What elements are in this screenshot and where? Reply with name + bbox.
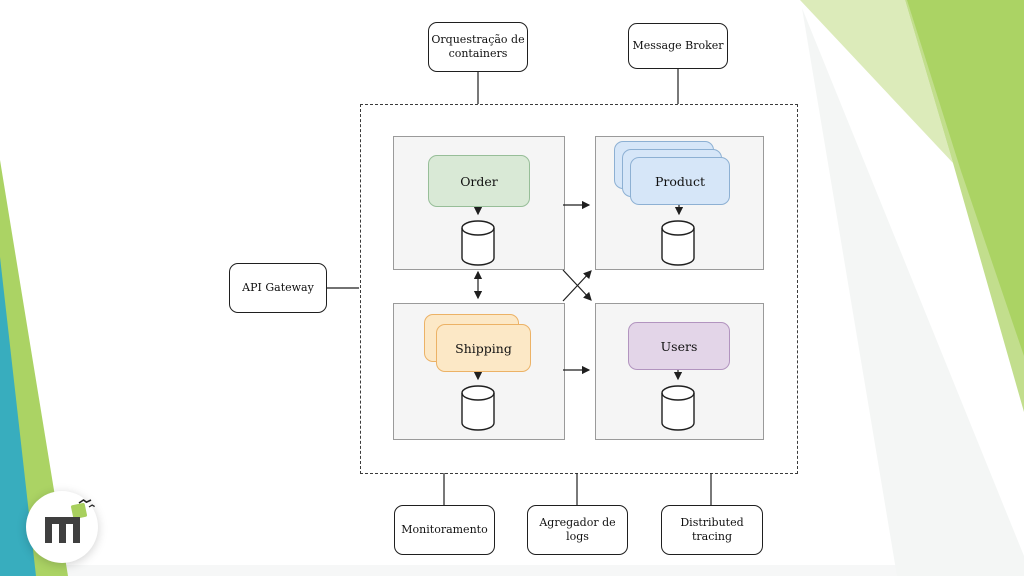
slide-bottom-strip (0, 565, 1024, 576)
node-log-aggregator: Agregador de logs (527, 505, 628, 555)
decor-green-wedge (907, 0, 1024, 356)
decor-medium-green-wedge (905, 0, 1024, 412)
users-card: Users (628, 322, 730, 370)
decor-faint-band (802, 8, 1024, 576)
node-container-orchestration: Orquestração de containers (428, 22, 528, 72)
node-distributed-tracing: Distributed tracing (661, 505, 763, 555)
order-card: Order (428, 155, 530, 207)
product-database-icon (660, 219, 696, 267)
services-boundary (360, 104, 798, 474)
node-distributed-tracing-label: Distributed tracing (680, 515, 744, 543)
users-database-icon (660, 384, 696, 432)
order-database-icon (460, 219, 496, 267)
shipping-card-label: Shipping (455, 340, 512, 356)
decor-pale-green-wedge (800, 0, 953, 163)
node-container-orchestration-label: Orquestração de containers (431, 32, 525, 60)
node-monitoring-label: Monitoramento (401, 522, 488, 536)
shipping-card: Shipping (436, 324, 531, 372)
node-message-broker-label: Message Broker (632, 38, 724, 52)
node-monitoring: Monitoramento (394, 505, 495, 555)
order-card-label: Order (460, 173, 498, 189)
product-card: Product (630, 157, 730, 205)
node-api-gateway: API Gateway (229, 263, 327, 313)
product-card-label: Product (655, 173, 705, 189)
node-message-broker: Message Broker (628, 23, 728, 69)
node-api-gateway-label: API Gateway (242, 280, 314, 294)
users-card-label: Users (660, 338, 698, 354)
logo-badge (26, 491, 98, 563)
shipping-database-icon (460, 384, 496, 432)
node-log-aggregator-label: Agregador de logs (539, 515, 616, 543)
m-birds-logo-icon (45, 499, 95, 543)
